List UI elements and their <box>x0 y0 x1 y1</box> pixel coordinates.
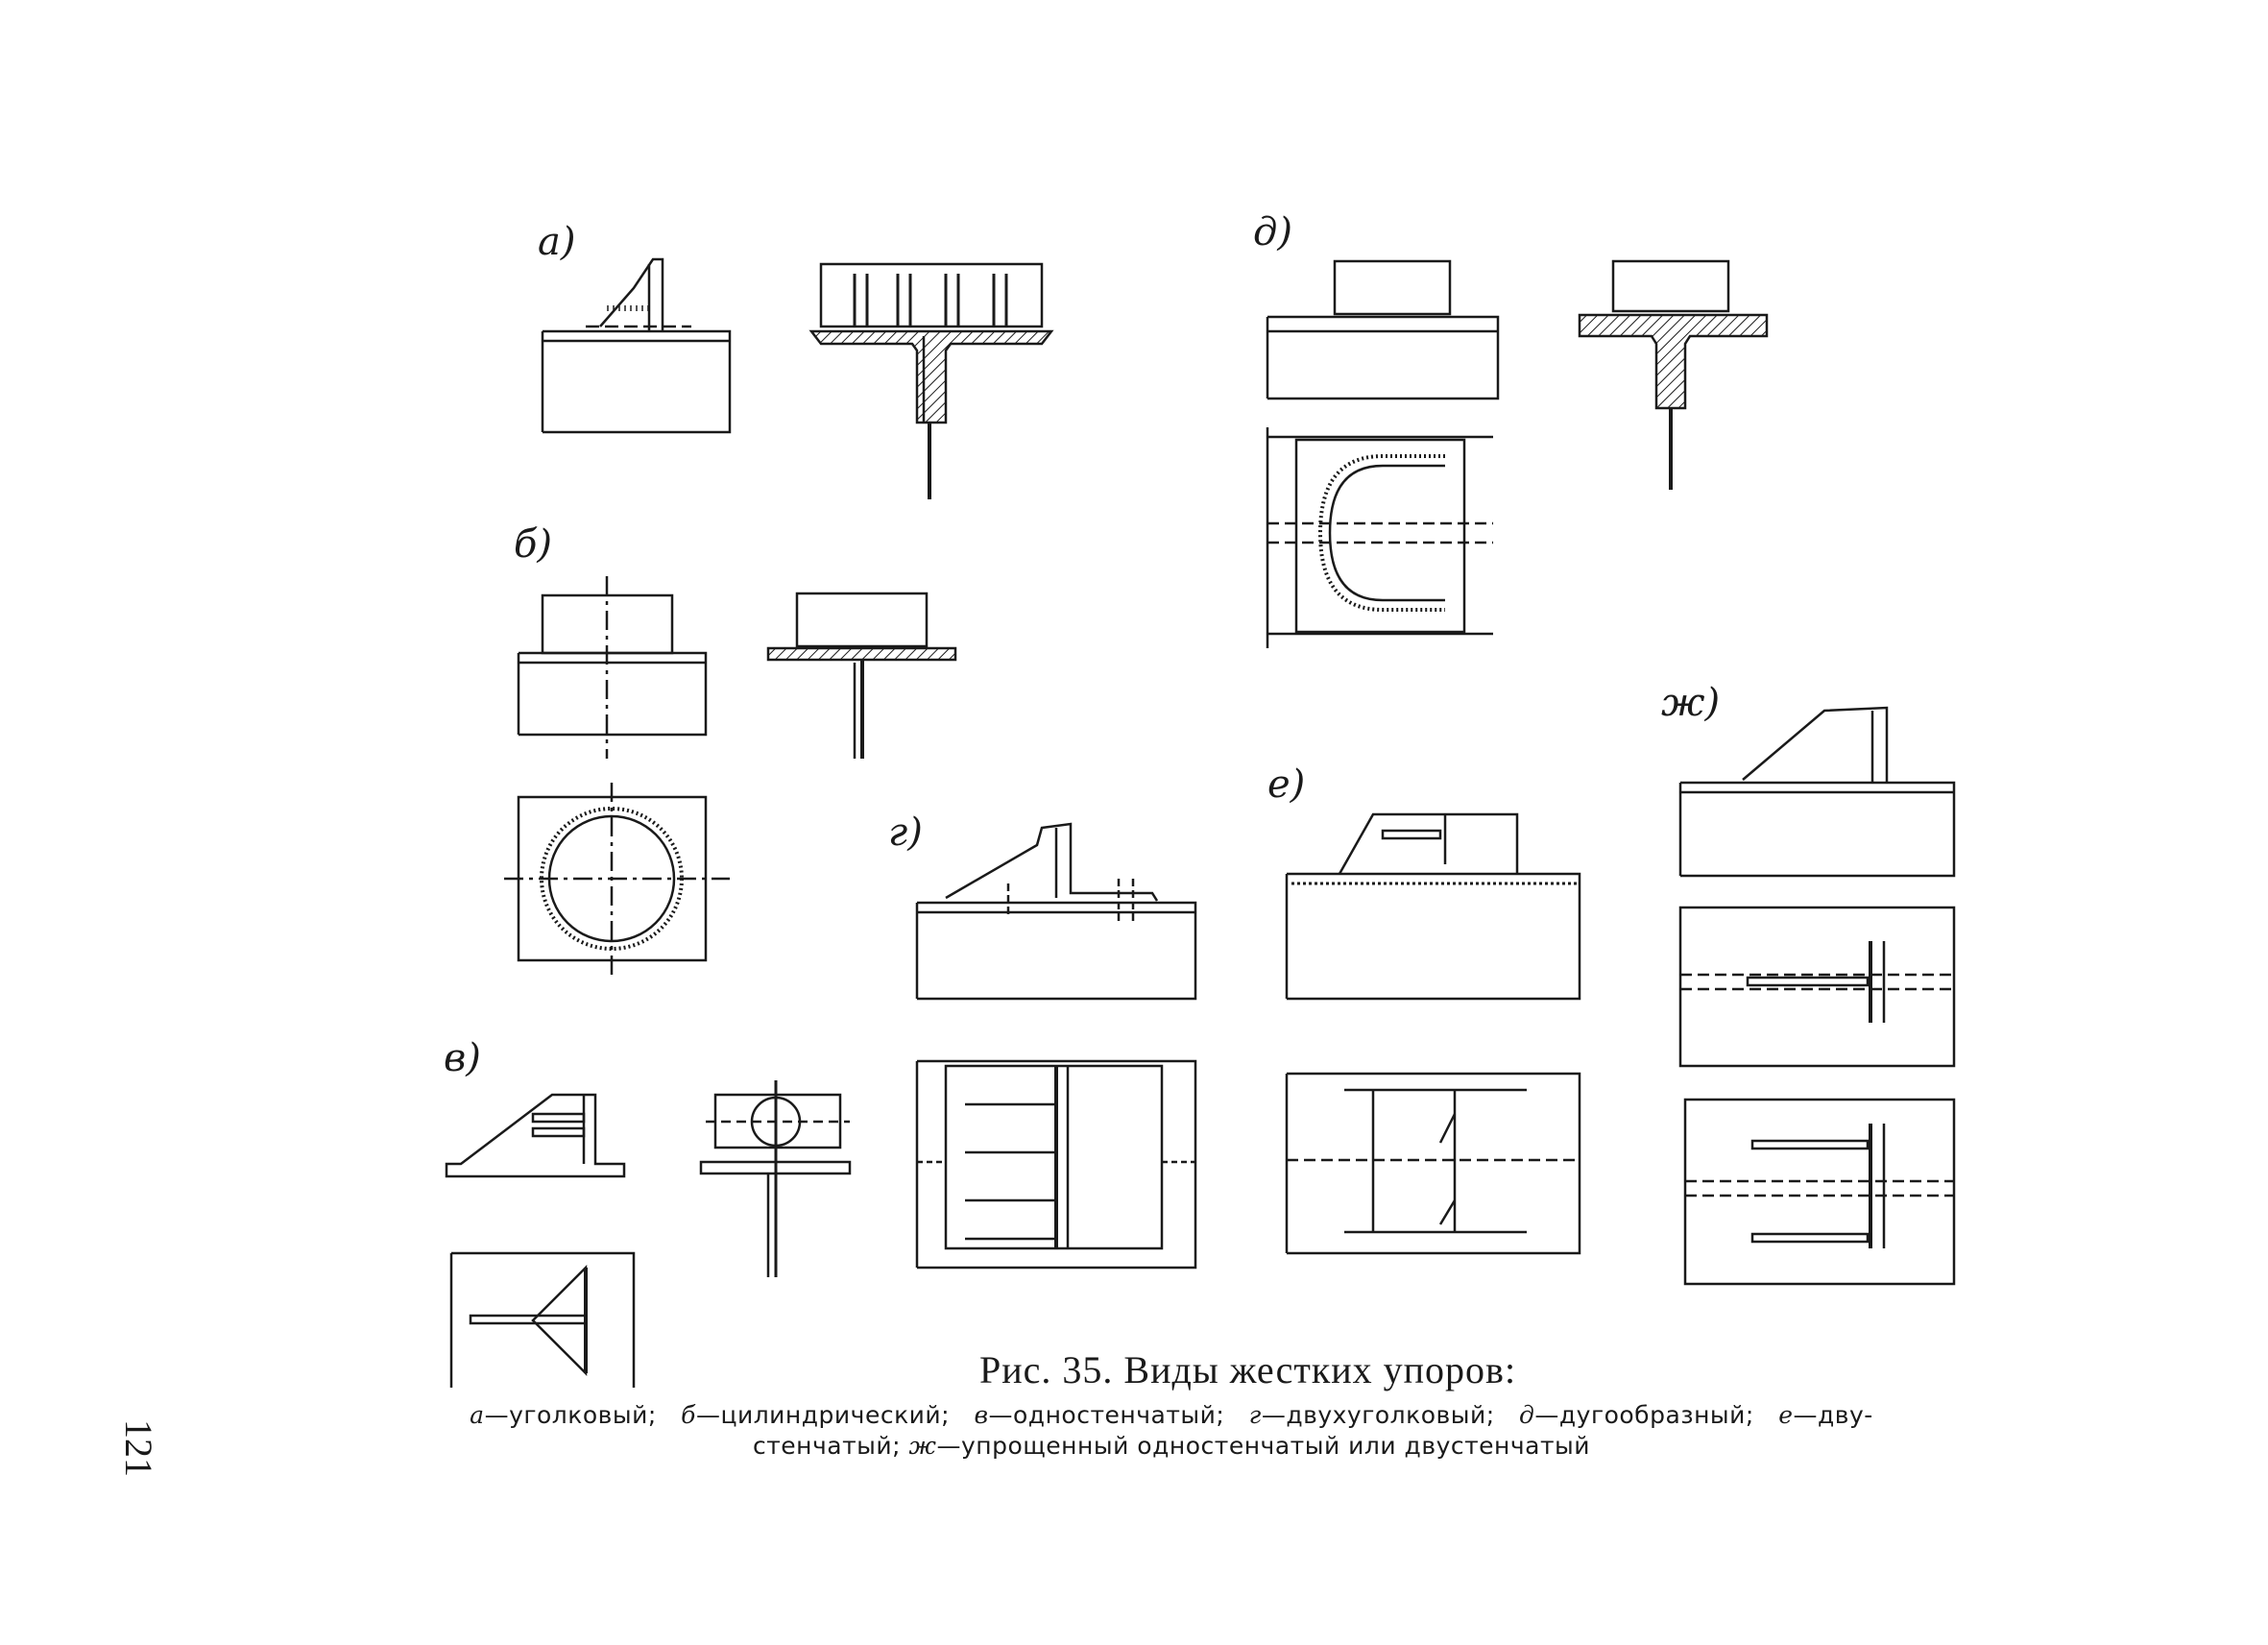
page-number: 121 <box>117 1419 160 1477</box>
figure-caption-legend: а—уголковый; б—цилиндрический; в—односте… <box>432 1400 1911 1462</box>
legend-item-e-cont: стенчатый; <box>752 1432 902 1460</box>
panel-v-drawing <box>446 1080 850 1388</box>
panel-label-e: е) <box>1267 762 1305 807</box>
panel-g-drawing <box>917 824 1195 1268</box>
panel-label-b: б) <box>514 522 552 567</box>
legend-item-b: б—цилиндрический; <box>681 1401 951 1429</box>
panel-a-drawing <box>543 259 1051 499</box>
legend-item-zh: ж—упрощенный одностенчатый или двустенча… <box>908 1432 1591 1460</box>
panel-label-v: в) <box>444 1036 481 1080</box>
panel-label-d: д) <box>1253 210 1292 254</box>
panel-zh-drawing <box>1680 708 1954 1284</box>
panel-label-a: а) <box>538 220 575 264</box>
panel-label-g: г) <box>888 810 923 855</box>
panel-e-drawing <box>1287 814 1580 1253</box>
legend-item-d: д—дугообразный; <box>1519 1401 1754 1429</box>
legend-item-v: в—одностенчатый; <box>974 1401 1225 1429</box>
legend-item-e: е—дву- <box>1778 1401 1873 1429</box>
legend-item-g: г—двухуголковый; <box>1248 1401 1495 1429</box>
panel-d-drawing <box>1267 261 1767 648</box>
panel-b-drawing <box>504 576 955 980</box>
panel-label-zh: ж) <box>1661 681 1720 725</box>
figure-caption-title: Рис. 35. Виды жестких упоров: <box>979 1348 1517 1391</box>
legend-item-a: а—уголковый; <box>470 1401 657 1429</box>
